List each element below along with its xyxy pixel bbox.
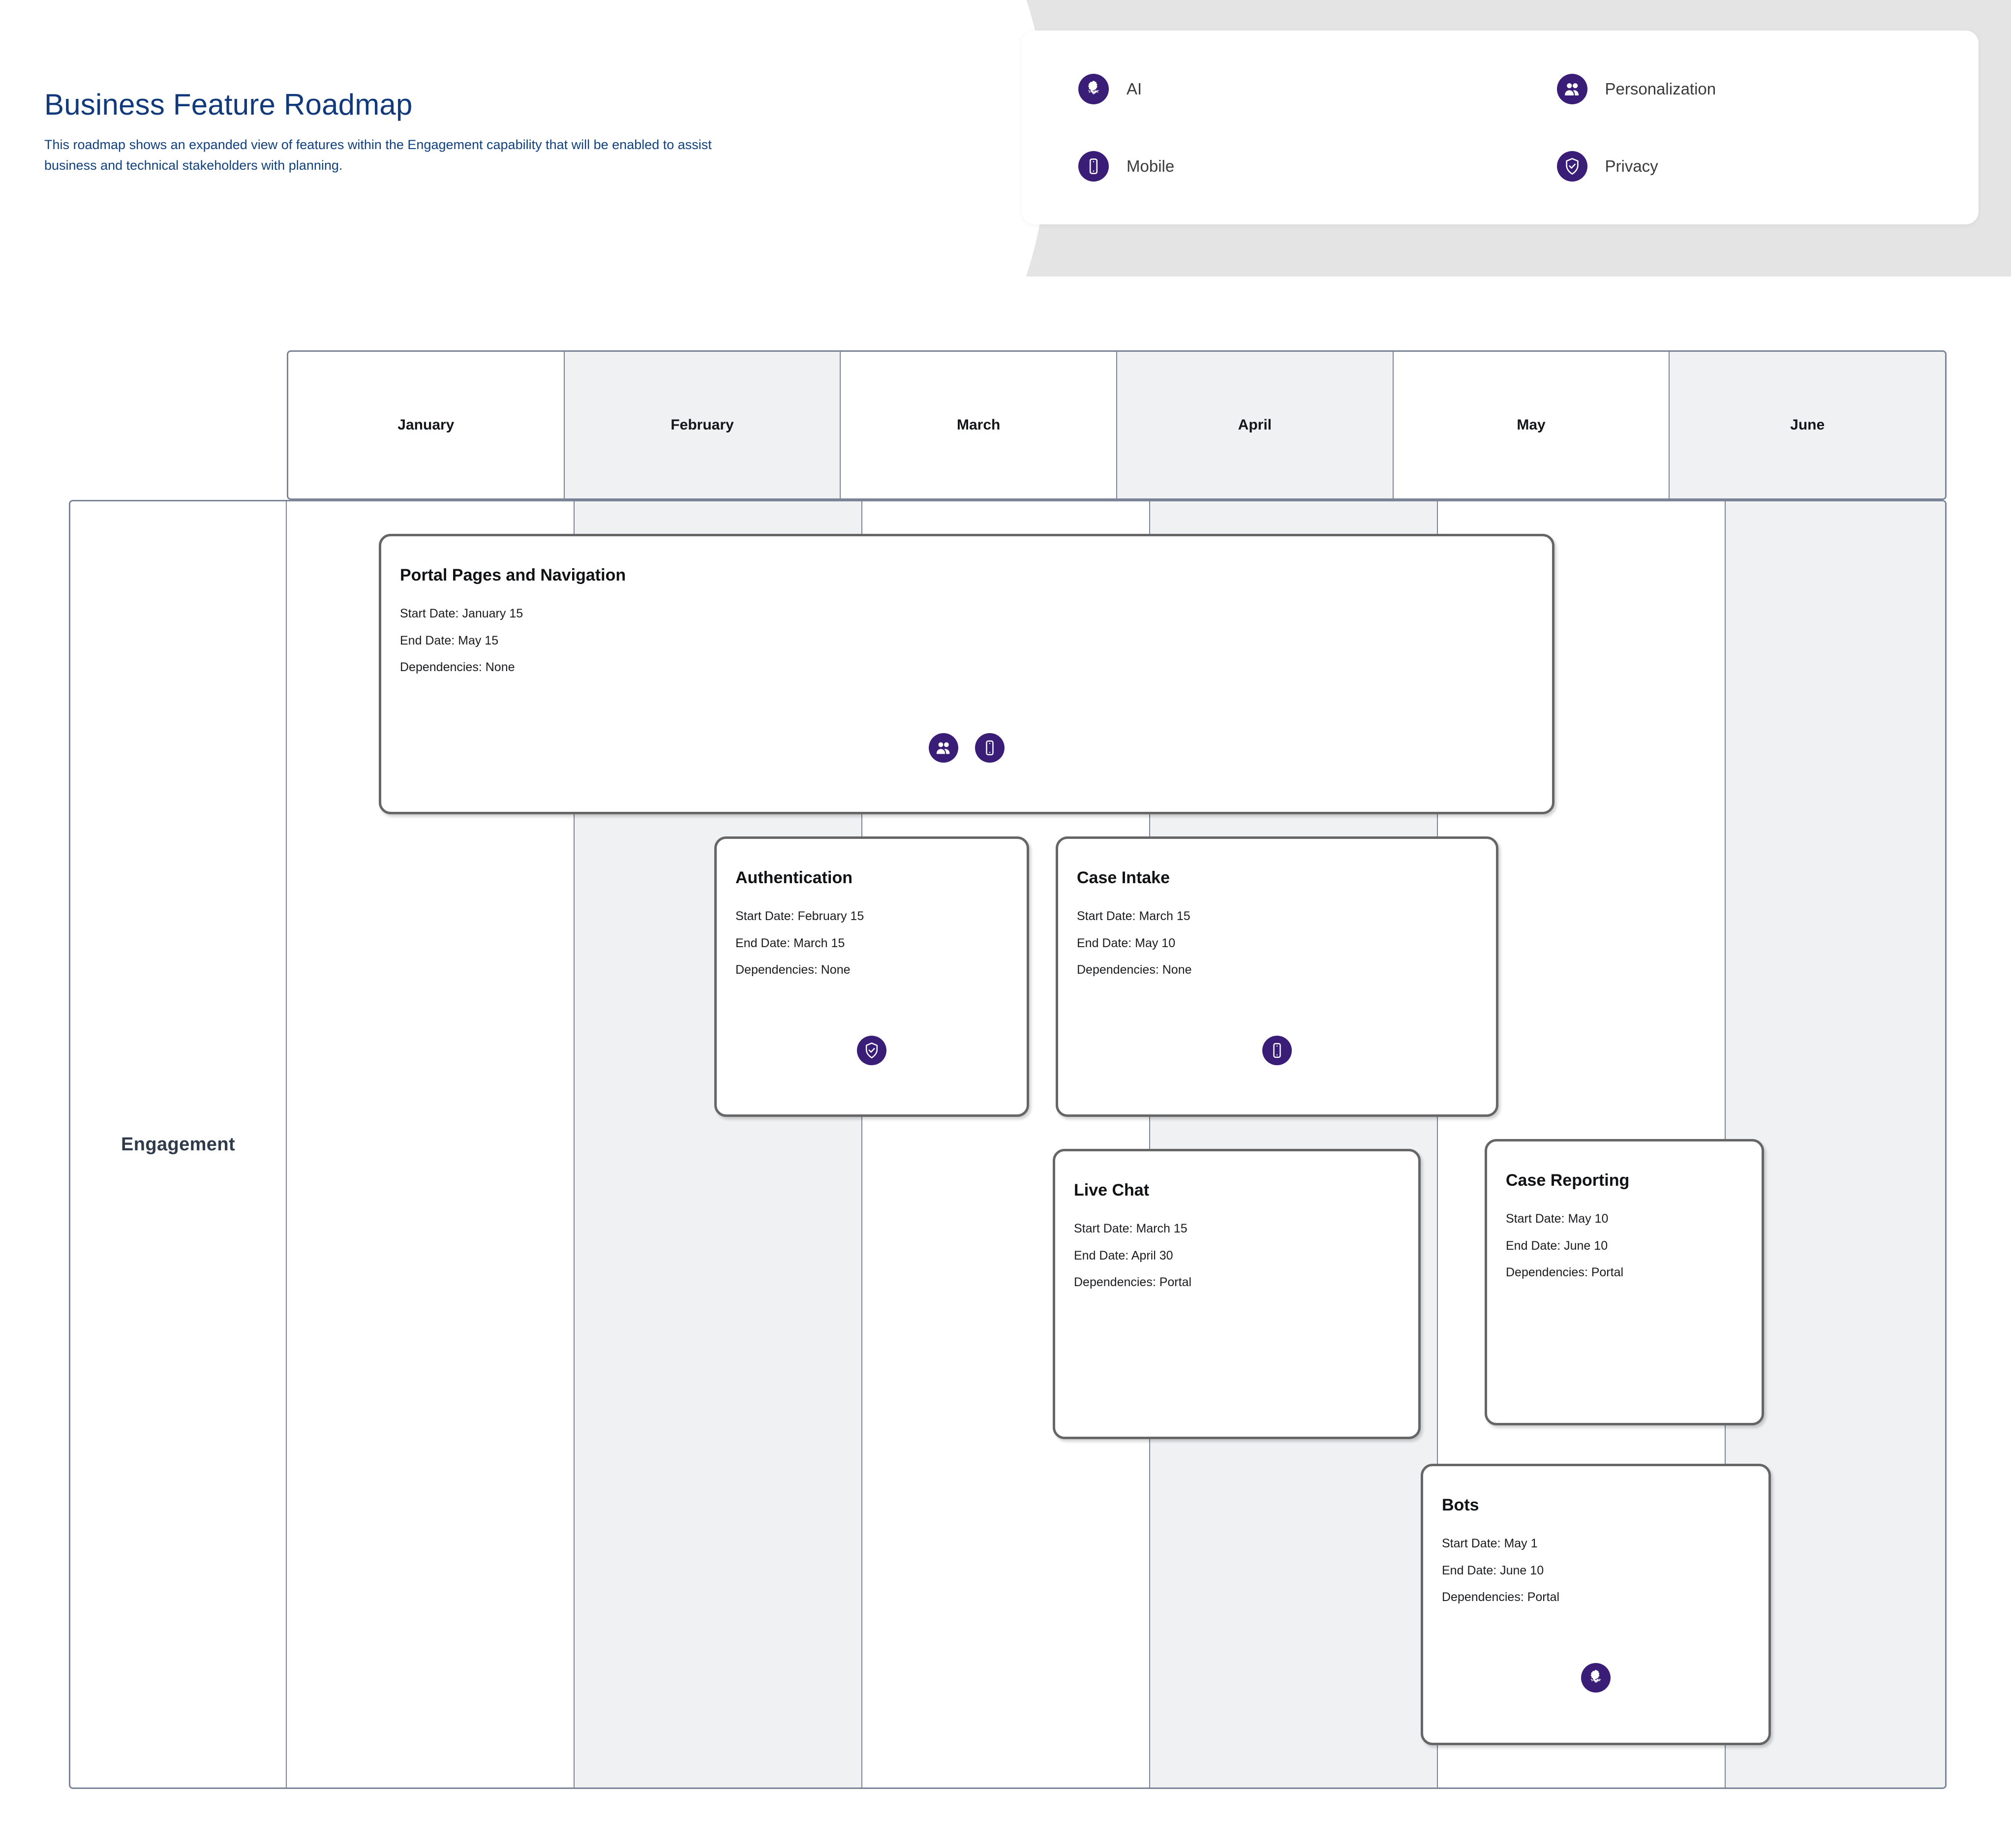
feature-card-bots[interactable]: Bots Start Date: May 1 End Date: June 10… [1421,1464,1771,1745]
month-header-march[interactable]: March [841,352,1118,498]
feature-dependencies: Dependencies: Portal [1506,1265,1624,1280]
feature-card-live-chat[interactable]: Live Chat Start Date: March 15 End Date:… [1053,1149,1421,1439]
feature-dependencies: Dependencies: None [1077,963,1192,977]
legend-label-personalization: Personalization [1605,79,1716,98]
feature-title: Authentication [735,868,853,887]
feature-end-date: End Date: June 10 [1506,1238,1608,1253]
feature-start-date: Start Date: March 15 [1074,1222,1188,1236]
lane-column-january [287,501,575,1787]
legend-item-mobile[interactable]: Mobile [1022,127,1500,205]
feature-title: Live Chat [1074,1181,1150,1200]
personalization-people-icon [929,733,958,763]
month-header-february[interactable]: February [564,352,841,498]
feature-title: Case Intake [1077,868,1170,887]
swimlane-label-cell: Engagement [70,501,287,1787]
page-title: Business Feature Roadmap [44,88,413,121]
feature-start-date: Start Date: March 15 [1077,909,1190,924]
legend-label-privacy: Privacy [1605,156,1658,175]
timeline-month-header: January February March April May June [287,350,1947,500]
feature-icon-row [1058,1036,1496,1065]
feature-card-case-intake[interactable]: Case Intake Start Date: March 15 End Dat… [1056,836,1498,1117]
lane-column-march [862,501,1150,1787]
privacy-shield-check-icon [857,1036,886,1065]
feature-end-date: End Date: June 10 [1442,1563,1544,1577]
feature-dependencies: Dependencies: Portal [1442,1590,1560,1604]
legend-label-mobile: Mobile [1127,156,1175,175]
page-subtitle: This roadmap shows an expanded view of f… [44,137,712,173]
personalization-people-icon [1556,73,1587,104]
feature-card-authentication[interactable]: Authentication Start Date: February 15 E… [714,836,1029,1117]
swimlane-label: Engagement [121,1134,236,1155]
feature-icon-row [717,1036,1027,1065]
feature-dependencies: Dependencies: Portal [1074,1275,1192,1290]
month-header-may[interactable]: May [1394,352,1670,498]
month-header-january[interactable]: January [288,352,565,498]
feature-start-date: Start Date: January 15 [400,607,523,621]
mobile-phone-icon [975,733,1005,763]
mobile-phone-icon [1078,151,1109,182]
feature-card-case-reporting[interactable]: Case Reporting Start Date: May 10 End Da… [1485,1139,1764,1425]
feature-icon-row [381,733,1552,763]
feature-title: Case Reporting [1506,1171,1630,1190]
feature-end-date: End Date: May 10 [1077,936,1176,950]
mobile-phone-icon [1262,1036,1292,1065]
feature-start-date: Start Date: February 15 [735,909,864,924]
legend-grid: AI Personalization [1022,31,1979,224]
feature-card-portal-pages-and-navigation[interactable]: Portal Pages and Navigation Start Date: … [379,534,1554,814]
feature-end-date: End Date: April 30 [1074,1248,1173,1263]
month-header-april[interactable]: April [1117,352,1394,498]
feature-start-date: Start Date: May 10 [1506,1212,1609,1226]
legend-item-privacy[interactable]: Privacy [1500,127,1979,205]
feature-dependencies: Dependencies: None [400,660,515,675]
feature-title: Bots [1442,1496,1479,1514]
feature-dependencies: Dependencies: None [735,963,851,977]
feature-start-date: Start Date: May 1 [1442,1537,1538,1551]
privacy-shield-check-icon [1556,151,1587,182]
feature-icon-row [1423,1663,1768,1693]
feature-end-date: End Date: May 15 [400,633,499,647]
feature-title: Portal Pages and Navigation [400,566,626,585]
ai-brain-icon [1078,73,1109,104]
legend-item-personalization[interactable]: Personalization [1500,50,1979,127]
legend-card: AI Personalization [1022,31,1979,224]
month-header-june[interactable]: June [1670,352,1945,498]
legend-item-ai[interactable]: AI [1022,50,1500,127]
ai-brain-icon [1581,1663,1611,1693]
legend-label-ai: AI [1127,79,1142,98]
title-block: Business Feature Roadmap This roadmap sh… [44,89,758,176]
feature-end-date: End Date: March 15 [735,936,845,950]
